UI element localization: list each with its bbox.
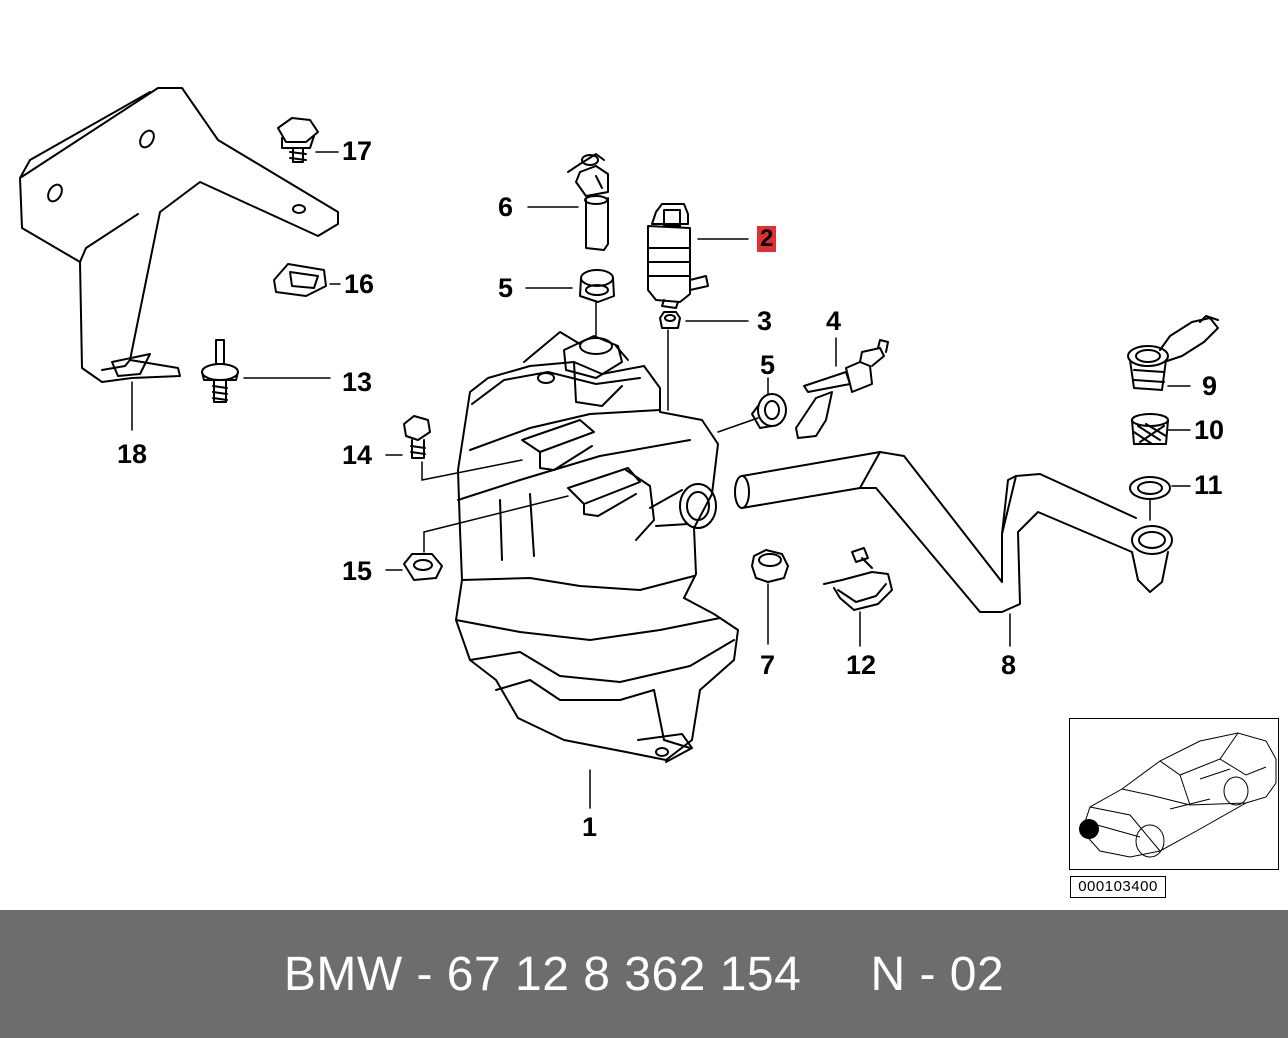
bracket-part-18 [19,87,339,383]
reservoir-tank-part-1 [455,331,739,763]
callout-5-lower: 5 [760,350,776,380]
filler-pipe-part-8 [734,451,1173,613]
part-number-banner: BMW - 67 12 8 362 154 N - 02 [0,910,1288,1038]
callout-7: 7 [760,650,776,680]
strainer-part-10 [1131,413,1169,445]
level-sensor-part-6 [567,153,609,251]
part-number-text: BMW - 67 12 8 362 154 N - 02 [283,947,1005,1001]
bolt-part-14 [403,415,431,459]
parts-diagram: 1 2 3 4 5 5 6 7 8 9 10 11 12 13 14 15 16… [19,87,1279,898]
vehicle-location-inset [1069,718,1279,870]
washer-pump-part-2 [647,203,709,309]
callout-17: 17 [342,136,373,166]
sensor-part-4 [795,339,889,439]
clip-nut-part-16 [273,263,327,297]
screw-part-17 [277,117,319,163]
filler-cap-part-9 [1127,315,1219,391]
grommet-part-3 [659,311,681,329]
parts-drawing [19,87,1219,809]
callout-4: 4 [826,306,842,336]
nut-part-15 [403,553,443,581]
diagram-reference-code: 000103400 [1070,876,1166,898]
leader-lines [131,151,1191,809]
callout-1: 1 [582,812,598,842]
callout-9: 9 [1202,371,1218,401]
callout-15: 15 [342,556,373,586]
grommet-part-5-lower [751,393,787,429]
callout-16: 16 [344,269,375,299]
callout-8: 8 [1001,650,1017,680]
hose-clamp-part-12 [823,547,893,611]
car-outline-icon [1081,732,1277,858]
callout-11: 11 [1194,470,1223,500]
seal-ring-part-11 [1129,476,1171,500]
callout-6: 6 [498,192,514,222]
callout-3: 3 [757,306,773,336]
grommet-part-7 [751,549,789,583]
callout-5-upper: 5 [498,273,514,303]
stud-bolt-part-13 [201,339,239,403]
callout-13: 13 [342,367,373,397]
callout-10: 10 [1194,415,1225,445]
location-marker-icon [1079,819,1099,839]
callout-12: 12 [846,650,877,680]
grommet-part-5-upper [579,269,615,303]
callout-18: 18 [117,439,148,469]
callout-2[interactable]: 2 [757,226,777,252]
callout-14: 14 [342,440,373,470]
